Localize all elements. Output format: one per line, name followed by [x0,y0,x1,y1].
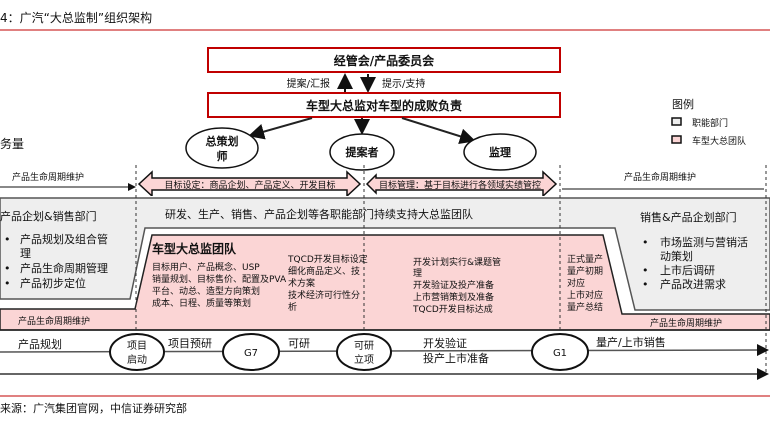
gate-label: 启动 [127,353,147,366]
bullet: • [642,236,649,249]
gate-g1 [531,333,589,371]
phase-left-label: 产品生命周期维护 [12,171,84,183]
left-dept-item: 理 [20,247,31,260]
legend-title: 图例 [672,97,694,111]
team-col2-item: 技术经济可行性分 [288,289,360,301]
committee-label: 经管会/产品委员会 [334,53,435,68]
gate-project-start [109,333,165,371]
bullet: • [642,264,649,277]
team-col4-item: 对应 [567,277,585,289]
team-col1-item: 目标用户、产品概念、USP [152,261,260,273]
gate-label: G7 [244,348,258,359]
team-col4-item: 量产初期 [567,265,603,277]
gate-g7 [222,333,280,371]
bullet: • [4,277,11,290]
goal-management-label: 目标管理：基于目标进行各领域实绩管控 [379,179,541,191]
functional-departments-band [0,197,770,311]
legend-swatch-functional [671,117,682,126]
stage-label: 开发验证 [423,336,467,350]
right-dept-item: 上市后调研 [660,263,715,277]
goal-setting-arrow [137,170,362,198]
team-col4-item: 量产总结 [567,301,603,313]
gate-label: 项目 [127,340,147,352]
role-proposer-label: 提案者 [346,145,379,159]
arrow-to-supervisor [401,117,476,145]
team-col2-item: 术方案 [288,277,315,289]
arrow-up-label: 提案/汇报 [287,77,330,90]
role-proposer [329,133,395,171]
left-dept-item: 产品规划及组合管 [20,232,108,246]
left-dept-item: 产品初步定位 [20,276,86,290]
gate-label: G1 [553,348,567,359]
functional-support-text: 研发、生产、销售、产品企划等各职能部门持续支持大总监团队 [165,207,473,221]
role-planner-label-2: 师 [217,149,228,163]
arrow-down-label: 提示/支持 [382,77,425,90]
director-box [207,92,561,118]
goal-management-arrow [365,170,558,198]
legend-swatch-team [671,135,682,144]
team-col3-item: 开发计划实行&课题管 [413,256,501,268]
left-dept-item: 产品生命周期管理 [20,261,108,275]
stage-label: 量产/上市销售 [596,335,666,349]
bullet: • [4,233,11,246]
team-col3-item: 上市营销策划及准备 [413,291,494,303]
gate-label: 立项 [354,353,374,366]
role-supervisor [463,133,537,171]
team-col1-item: 销量规划、目标售价、配置及PVA [152,273,287,285]
team-col4-item: 正式量产 [567,253,603,265]
gate-feasibility [336,333,392,371]
team-col1-item: 成本、日程、质量等策划 [152,297,251,309]
goal-setting-label: 目标设定：商品企划、产品定义、开发目标 [164,179,335,191]
phase-right-label: 产品生命周期维护 [624,171,696,183]
left-dept-title: 产品企划&销售部门 [0,209,97,223]
right-dept-item: 动策划 [660,249,693,263]
right-dept-item: 市场监测与营销活 [660,235,748,249]
role-planner [185,127,259,169]
figure-title: 4：广汽“大总监制”组织架构 [0,10,152,25]
stage-label: 项目预研 [168,337,212,350]
team-col3-item: 理 [413,268,422,279]
stage-label: 可研 [288,337,310,350]
team-left-band-label: 产品生命周期维护 [18,315,90,327]
role-planner-label-1: 总策划 [206,134,239,148]
legend-label-functional: 职能部门 [692,117,728,129]
team-col4-item: 上市对应 [567,289,603,301]
committee-box [207,47,561,73]
director-label: 车型大总监对车型的成败负责 [306,98,462,113]
gate-label: 可研 [354,340,374,352]
arrow-to-planner [248,117,313,140]
team-col2-item: 析 [288,301,297,313]
right-dept-item: 产品改进需求 [660,277,726,291]
role-supervisor-label: 监理 [489,145,511,159]
right-dept-title: 销售&产品企划部门 [640,210,737,224]
team-col3-item: TQCD开发目标达成 [412,303,493,315]
source-text: 来源：广汽集团官网，中信证券研究部 [0,401,187,415]
phase-dividers [135,165,767,375]
team-right-band-label: 产品生命周期维护 [650,317,722,329]
team-col3-item: 开发验证及投产准备 [413,279,494,291]
team-col2-item: TQCD开发目标设定 [287,253,368,265]
team-title: 车型大总监团队 [152,241,237,256]
stage-label: 产品规划 [18,337,62,351]
legend-label-team: 车型大总团队 [692,135,746,147]
stage-label: 投产上市准备 [423,351,489,365]
bullet: • [642,278,649,291]
left-cut-text: 务量 [0,136,24,151]
bullet: • [4,262,11,275]
team-col1-item: 平台、动总、造型方向策划 [152,285,260,297]
team-col2-item: 细化商品定义、技 [288,265,360,277]
